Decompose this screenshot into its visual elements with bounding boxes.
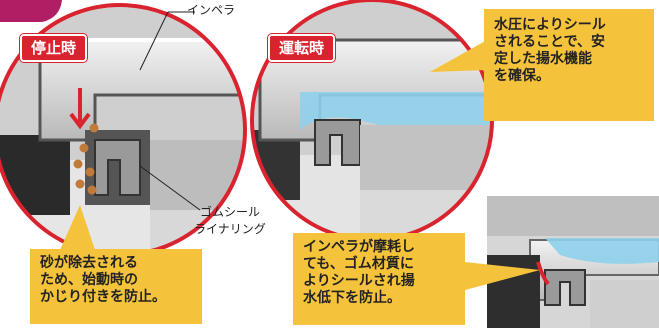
- callout-pointer-top: [430, 40, 487, 72]
- water-area: [300, 92, 492, 133]
- tag-running: 運転時: [268, 34, 336, 62]
- callout-pointer-mid: [465, 262, 540, 290]
- callout-pointer-left: [60, 205, 95, 250]
- rubber-seal-ring: [94, 139, 141, 196]
- impeller-label: インペラ: [187, 3, 236, 17]
- rubber-seal-label: ゴムシール: [200, 205, 261, 219]
- impeller-shape: [38, 38, 245, 142]
- callout-stopped: 砂が除去される ため、始動時の かじり付きを防止。: [30, 249, 202, 324]
- liner-ring-label: ライナリング: [194, 222, 266, 236]
- worn-impeller-photo: [487, 196, 659, 328]
- callout-running: 水圧によりシール されることで、安 定した揚水機能 を確保。: [484, 9, 654, 121]
- callout-worn: インペラが摩耗し ても、ゴム材質に よりシールされ揚 水低下を防止。: [293, 233, 465, 325]
- tag-stopped: 停止時: [20, 34, 88, 62]
- corner-decoration: [0, 0, 62, 22]
